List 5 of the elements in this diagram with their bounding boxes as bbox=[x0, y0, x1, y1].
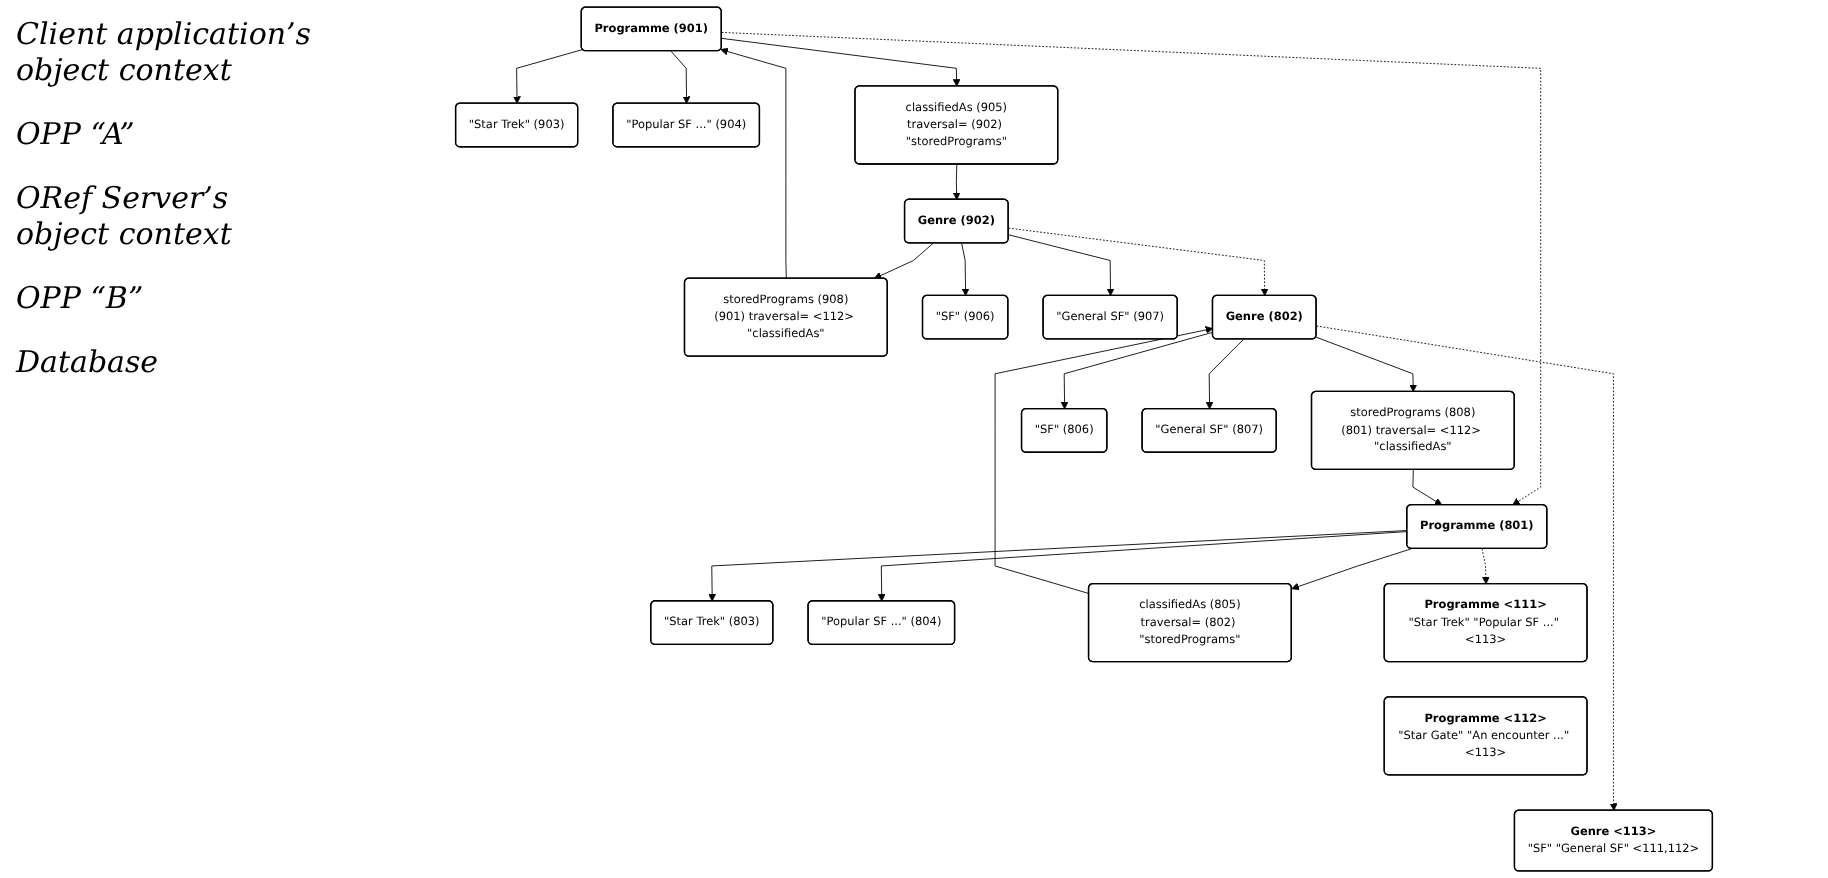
layer-label: Client application’s object context bbox=[16, 16, 313, 88]
layer-label: Database bbox=[16, 344, 161, 380]
protocol-label: OPP “A” bbox=[16, 116, 137, 152]
protocol-label: OPP “B” bbox=[16, 280, 146, 316]
layer-label: ORef Server’s object context bbox=[16, 180, 234, 252]
